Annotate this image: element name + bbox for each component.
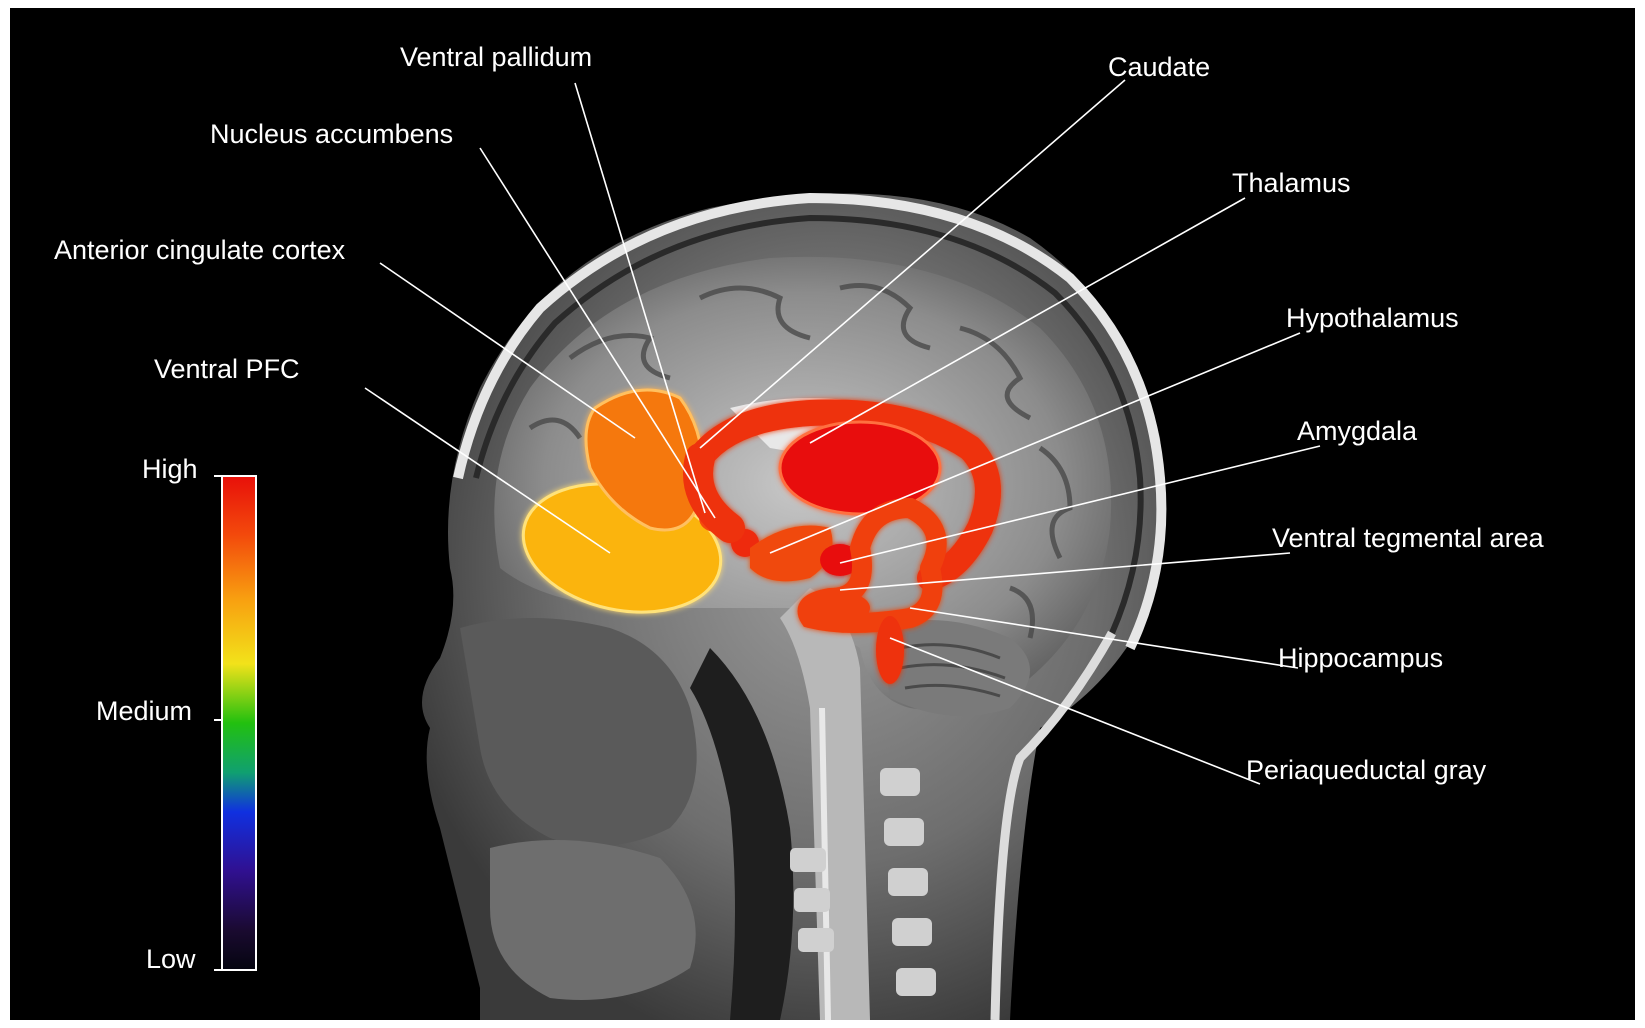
oral-cavity bbox=[490, 840, 696, 1000]
label-ventral-tegmental-area: Ventral tegmental area bbox=[1272, 525, 1544, 552]
region-vta bbox=[810, 592, 870, 624]
label-nucleus-accumbens: Nucleus accumbens bbox=[210, 121, 453, 148]
color-scale bbox=[214, 476, 256, 970]
label-ventral-pallidum: Ventral pallidum bbox=[400, 44, 592, 71]
label-amygdala: Amygdala bbox=[1297, 418, 1417, 445]
label-anterior-cingulate-cortex: Anterior cingulate cortex bbox=[54, 237, 345, 264]
label-hypothalamus: Hypothalamus bbox=[1286, 305, 1459, 332]
region-periaqueductal-gray bbox=[876, 616, 904, 684]
scale-label-low: Low bbox=[146, 946, 196, 973]
label-ventral-pfc: Ventral PFC bbox=[154, 356, 300, 383]
brain-illustration bbox=[10, 8, 1635, 1020]
scale-label-high: High bbox=[142, 456, 198, 483]
scale-label-medium: Medium bbox=[96, 698, 192, 725]
label-periaqueductal-gray: Periaqueductal gray bbox=[1246, 757, 1486, 784]
label-caudate: Caudate bbox=[1108, 54, 1210, 81]
label-hippocampus: Hippocampus bbox=[1278, 645, 1443, 672]
label-thalamus: Thalamus bbox=[1232, 170, 1351, 197]
brain-figure: Ventral pallidum Caudate Nucleus accumbe… bbox=[10, 8, 1635, 1020]
color-scale-bar bbox=[222, 476, 256, 970]
